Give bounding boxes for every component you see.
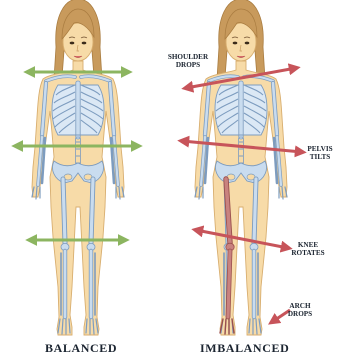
balanced-caption: BALANCED (45, 341, 117, 356)
shoulder-label: SHOULDER DROPS (164, 53, 212, 69)
pelvis-label-line1: PELVIS (300, 145, 340, 153)
shoulder-label-line1: SHOULDER (164, 53, 212, 61)
knee-label-line2: ROTATES (284, 249, 332, 257)
shoulder-label-line2: DROPS (164, 61, 212, 69)
balanced-figure (32, 0, 124, 335)
arch-label-line1: ARCH (282, 302, 318, 310)
knee-label-line1: KNEE (284, 241, 332, 249)
knee-label: KNEE ROTATES (284, 241, 332, 257)
imbalanced-caption: IMBALANCED (200, 341, 289, 356)
imbalanced-figure (195, 0, 287, 335)
pelvis-label: PELVIS TILTS (300, 145, 340, 161)
arch-label-line2: DROPS (282, 310, 318, 318)
imbalanced-knee-arrow (196, 230, 288, 248)
pelvis-label-line2: TILTS (300, 153, 340, 161)
arch-label: ARCH DROPS (282, 302, 318, 318)
